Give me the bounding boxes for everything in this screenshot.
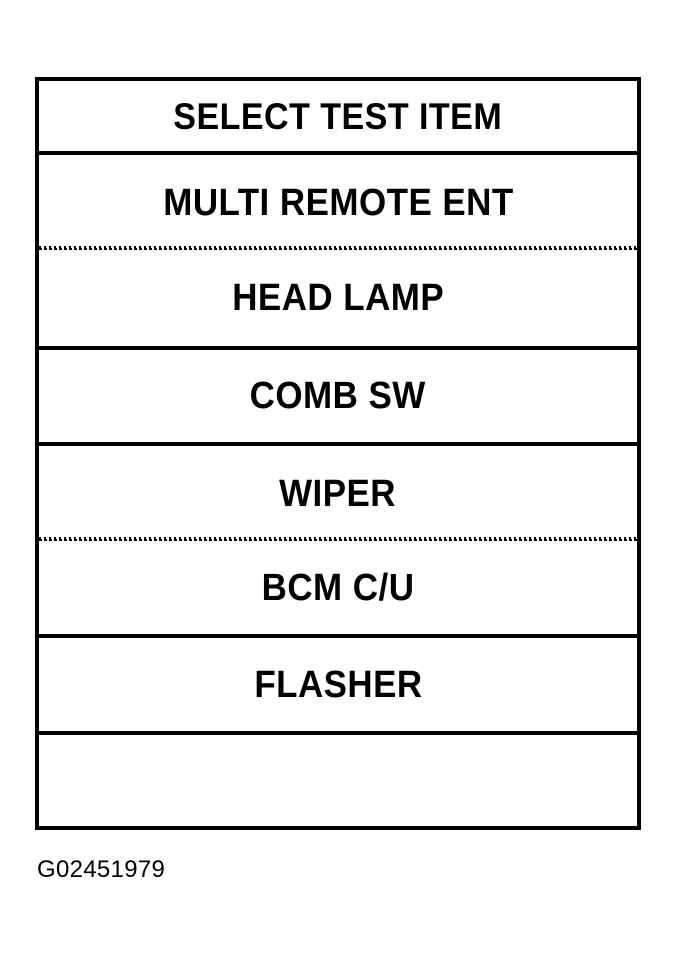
- menu-item-bcm-cu[interactable]: BCM C/U: [39, 541, 637, 638]
- menu-item-flasher[interactable]: FLASHER: [39, 638, 637, 735]
- menu-item-empty[interactable]: [39, 735, 637, 826]
- menu-item-head-lamp[interactable]: HEAD LAMP: [39, 250, 637, 350]
- menu-item-multi-remote-ent[interactable]: MULTI REMOTE ENT: [39, 155, 637, 254]
- menu-header-label: SELECT TEST ITEM: [173, 95, 503, 137]
- figure-caption: G02451979: [37, 856, 166, 883]
- menu-item-label: BCM C/U: [261, 566, 415, 609]
- menu-item-label: HEAD LAMP: [232, 277, 444, 319]
- menu-item-wiper[interactable]: WIPER: [39, 446, 637, 545]
- menu-item-label: COMB SW: [249, 375, 427, 417]
- menu-header-row: SELECT TEST ITEM: [39, 81, 637, 155]
- select-test-item-panel: SELECT TEST ITEM MULTI REMOTE ENT HEAD L…: [35, 77, 641, 830]
- menu-item-comb-sw[interactable]: COMB SW: [39, 350, 637, 446]
- menu-item-label: MULTI REMOTE ENT: [162, 181, 514, 224]
- menu-item-label: FLASHER: [253, 663, 423, 706]
- menu-item-label: WIPER: [279, 472, 397, 515]
